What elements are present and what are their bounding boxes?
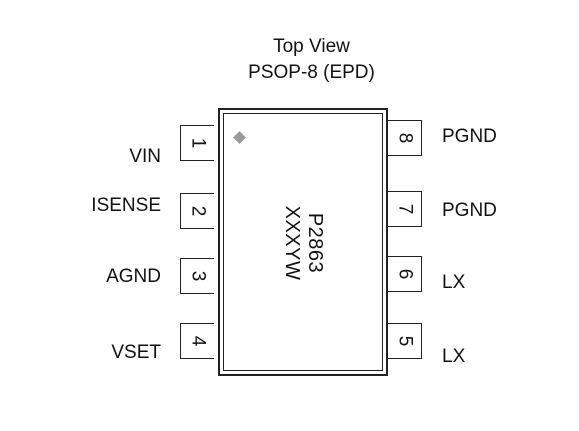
pin-label-agnd: AGND: [106, 266, 161, 287]
chip-body-inner-outline: [223, 113, 383, 371]
chip-marking: P2863 XXXYW: [280, 153, 326, 333]
pin-number: 6: [394, 268, 416, 280]
pin-number: 3: [187, 270, 209, 282]
pin-label-vset: VSET: [111, 342, 161, 363]
pin-7: 7: [388, 191, 422, 227]
pin-8: 8: [388, 120, 422, 156]
pin-3: 3: [180, 258, 214, 294]
pin-number: 4: [187, 335, 209, 347]
diagram-title-view: Top View: [273, 36, 350, 57]
pin-label-vin: VIN: [129, 146, 161, 167]
chip-body: [218, 108, 388, 376]
pin-4: 4: [180, 323, 214, 359]
pin-number: 7: [394, 203, 416, 215]
pin-5: 5: [388, 323, 422, 359]
pin-6: 6: [388, 256, 422, 292]
pin-label-isense: ISENSE: [91, 195, 161, 216]
part-number-label: P2863: [304, 212, 326, 274]
pin-2: 2: [180, 193, 214, 229]
pin-label-pgnd-7: PGND: [442, 200, 497, 221]
date-code-label: XXXYW: [281, 205, 303, 281]
pin-number: 2: [187, 205, 209, 217]
pin-number: 1: [187, 137, 209, 149]
pin-label-lx-6: LX: [442, 272, 466, 293]
pin-label-lx-5: LX: [442, 346, 466, 367]
diagram-title-package: PSOP-8 (EPD): [248, 62, 375, 83]
pin-number: 8: [394, 132, 416, 144]
pin-1: 1: [180, 125, 214, 161]
pin-number: 5: [394, 335, 416, 347]
pin-label-pgnd-8: PGND: [442, 126, 497, 147]
